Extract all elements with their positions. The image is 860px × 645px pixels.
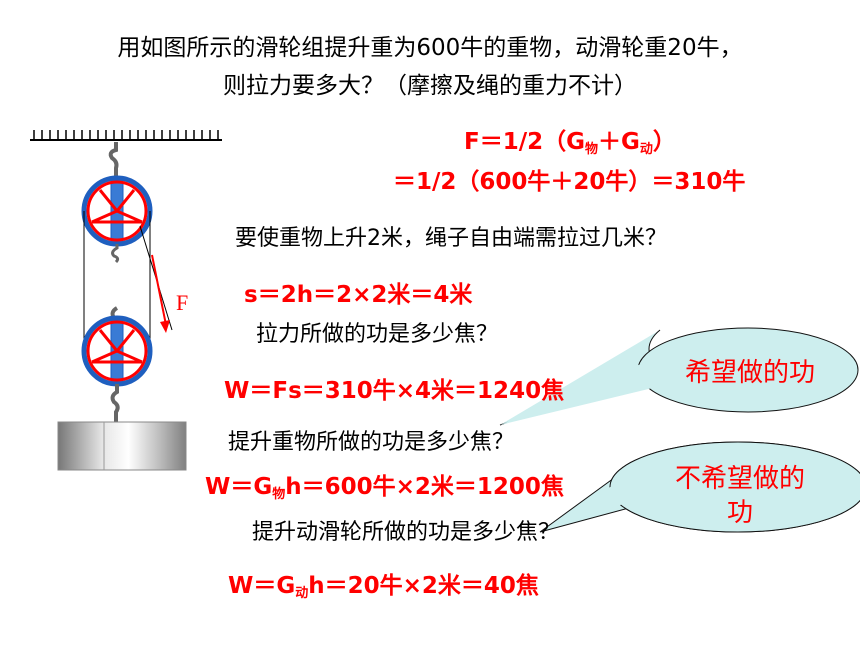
bubble-unwanted-text: 不希望做的 功 (620, 462, 860, 530)
problem-line-1: 用如图所示的滑轮组提升重为600牛的重物，动滑轮重20牛， (117, 35, 743, 61)
question-useful-work: 提升重物所做的功是多少焦？ (228, 430, 515, 455)
problem-line-2: 则拉力要多大？（摩擦及绳的重力不计） (223, 73, 637, 99)
formula-extra-work: W＝G动h＝20牛×2米＝40焦 (228, 566, 539, 601)
formula-useful-sub: 物 (272, 487, 286, 502)
bubble-unwanted-line-2: 功 (726, 498, 753, 528)
formula-force-prefix: F＝1/2（G (464, 129, 585, 155)
formula-force-sub-object: 物 (585, 142, 599, 157)
force-label: F (176, 290, 189, 315)
formula-extra-sub: 动 (295, 586, 309, 601)
formula-useful-work: W＝G物h＝600牛×2米＝1200焦 (205, 467, 564, 502)
formula-force-mid: ＋G (598, 129, 640, 155)
formula-useful-prefix: W＝G (205, 474, 273, 500)
formula-distance: s＝2h＝2×2米＝4米 (244, 282, 473, 308)
formula-extra-prefix: W＝G (228, 573, 296, 599)
question-total-work: 拉力所做的功是多少焦？ (256, 322, 499, 347)
weight-block (57, 421, 187, 471)
formula-useful-suffix: h＝600牛×2米＝1200焦 (285, 474, 564, 500)
fixed-pulley (81, 175, 153, 247)
movable-pulley (81, 315, 153, 387)
formula-total-work: W＝Fs＝310牛×4米＝1240焦 (224, 378, 565, 404)
question-extra-work: 提升动滑轮所做的功是多少焦？ (252, 520, 561, 545)
formula-force-suffix: ） (652, 129, 676, 155)
bubble-wanted (499, 327, 859, 426)
bubble-unwanted-line-1: 不希望做的 (674, 464, 805, 494)
formula-force-sub-pulley: 动 (639, 142, 653, 157)
bubble-wanted-text: 希望做的功 (684, 358, 815, 388)
formula-extra-suffix: h＝20牛×2米＝40焦 (308, 573, 539, 599)
formula-force-result: ＝1/2（600牛＋20牛）＝310牛 (393, 169, 746, 195)
formula-force: F＝1/2（G物＋G动） (464, 122, 676, 157)
question-distance: 要使重物上升2米，绳子自由端需拉过几米？ (235, 226, 667, 251)
